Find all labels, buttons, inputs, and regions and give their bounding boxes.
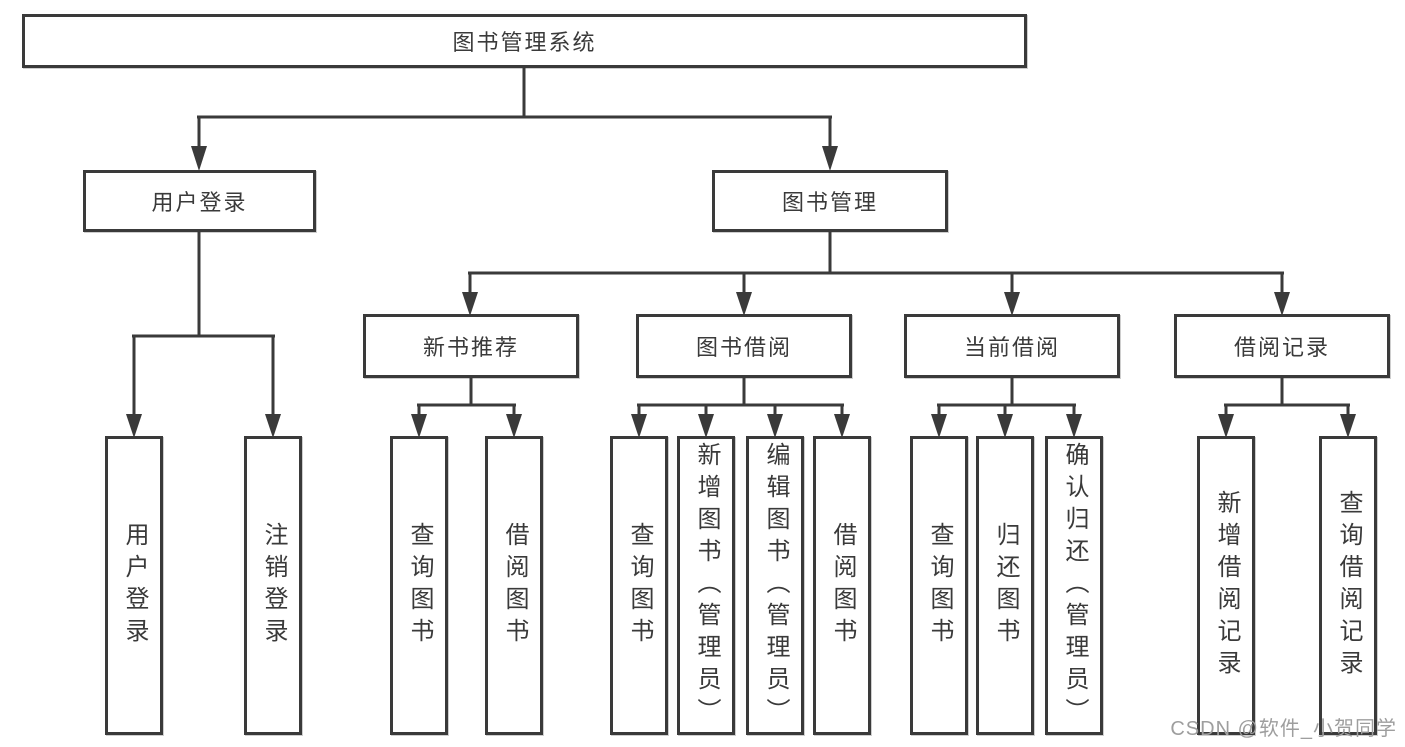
leaf-current-confirm-return-admin: 确认归还（管理员） xyxy=(1045,436,1103,735)
connector-book-borrow-children xyxy=(631,378,850,438)
leaf-newbook-borrow-book: 借阅图书 xyxy=(485,436,543,735)
leaf-borrow-query-book: 查询图书 xyxy=(610,436,668,735)
leaf-borrow-borrow-book: 借阅图书 xyxy=(813,436,871,735)
leaf-borrow-edit-book-admin: 编辑图书（管理员） xyxy=(746,436,804,735)
leaf-user-login: 用户登录 xyxy=(105,436,163,735)
connector-book-management-children xyxy=(462,232,1290,316)
csdn-watermark: CSDN @软件_小贺同学 xyxy=(1170,718,1397,740)
leaf-logout: 注销登录 xyxy=(244,436,302,735)
node-book-management: 图书管理 xyxy=(712,170,948,232)
connector-borrow-record-children xyxy=(1218,378,1356,438)
connector-user-login-children xyxy=(126,232,281,438)
connector-new-book-children xyxy=(411,378,522,438)
node-current-borrowing: 当前借阅 xyxy=(904,314,1120,378)
node-new-book-recommend: 新书推荐 xyxy=(363,314,579,378)
node-user-login: 用户登录 xyxy=(83,170,316,232)
leaf-current-query-book: 查询图书 xyxy=(910,436,968,735)
connector-root-to-level2 xyxy=(191,68,838,171)
leaf-current-return-book: 归还图书 xyxy=(976,436,1034,735)
node-book-borrowing: 图书借阅 xyxy=(636,314,852,378)
connector-current-borrow-children xyxy=(931,378,1082,438)
leaf-record-query: 查询借阅记录 xyxy=(1319,436,1377,735)
leaf-borrow-add-book-admin: 新增图书（管理员） xyxy=(677,436,735,735)
node-borrow-records: 借阅记录 xyxy=(1174,314,1390,378)
leaf-record-add: 新增借阅记录 xyxy=(1197,436,1255,735)
node-root: 图书管理系统 xyxy=(22,14,1027,68)
leaf-newbook-query-book: 查询图书 xyxy=(390,436,448,735)
